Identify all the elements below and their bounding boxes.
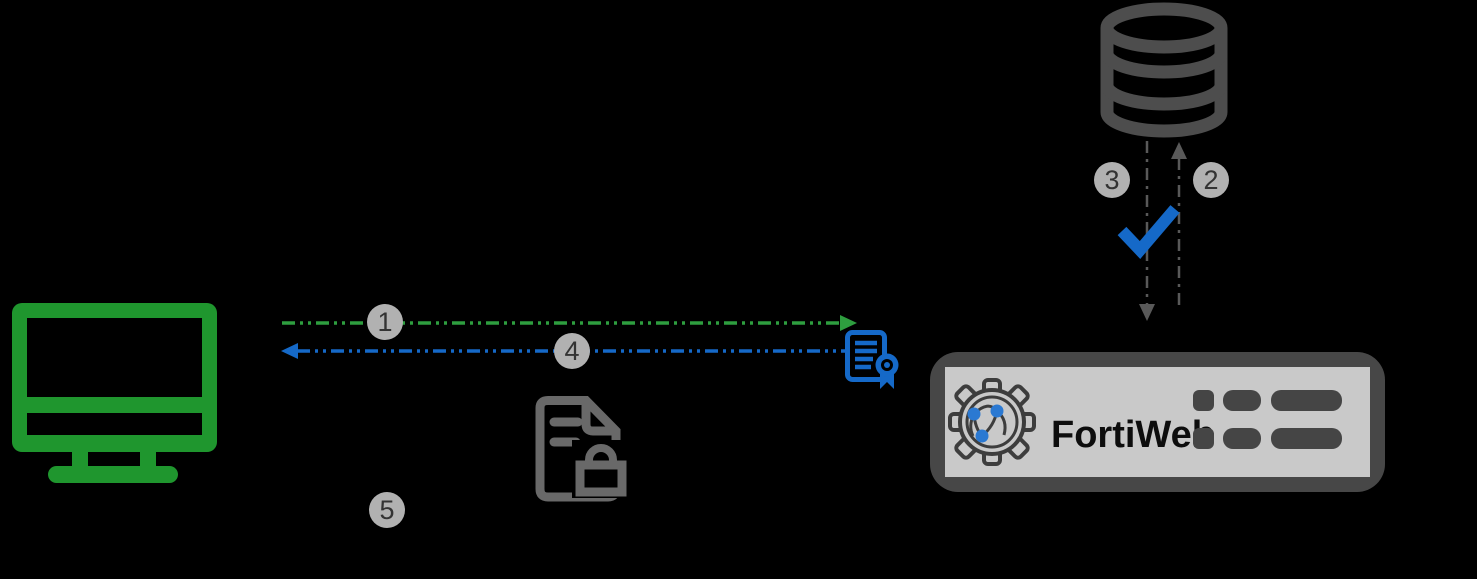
step-circle-5: 5	[369, 492, 405, 528]
ribbon	[880, 373, 894, 389]
panel-button	[1271, 428, 1342, 449]
panel-button	[1223, 428, 1261, 449]
document-lock-icon	[535, 396, 632, 502]
gear-network-icon	[948, 378, 1036, 466]
panel-button	[1193, 390, 1214, 411]
certificate-icon	[845, 330, 899, 389]
step-circle-3: 3	[1094, 162, 1130, 198]
database-icon	[1100, 2, 1228, 138]
panel-button	[1223, 390, 1261, 411]
fortiweb-front-panel: FortiWeb	[945, 367, 1370, 477]
step-circle-2: 2	[1193, 162, 1229, 198]
query-down-arrow	[1139, 141, 1155, 321]
green-request-arrow	[282, 315, 857, 331]
lookup-up-arrow	[1171, 142, 1187, 311]
step-circle-4: 4	[554, 333, 590, 369]
step-circle-1: 1	[367, 304, 403, 340]
monitor-icon	[12, 303, 217, 483]
checkmark-icon	[1117, 205, 1180, 259]
fortiweb-appliance: FortiWeb	[930, 352, 1385, 492]
appliance-label: FortiWeb	[1051, 414, 1215, 456]
panel-button	[1271, 390, 1342, 411]
panel-button	[1193, 428, 1214, 449]
